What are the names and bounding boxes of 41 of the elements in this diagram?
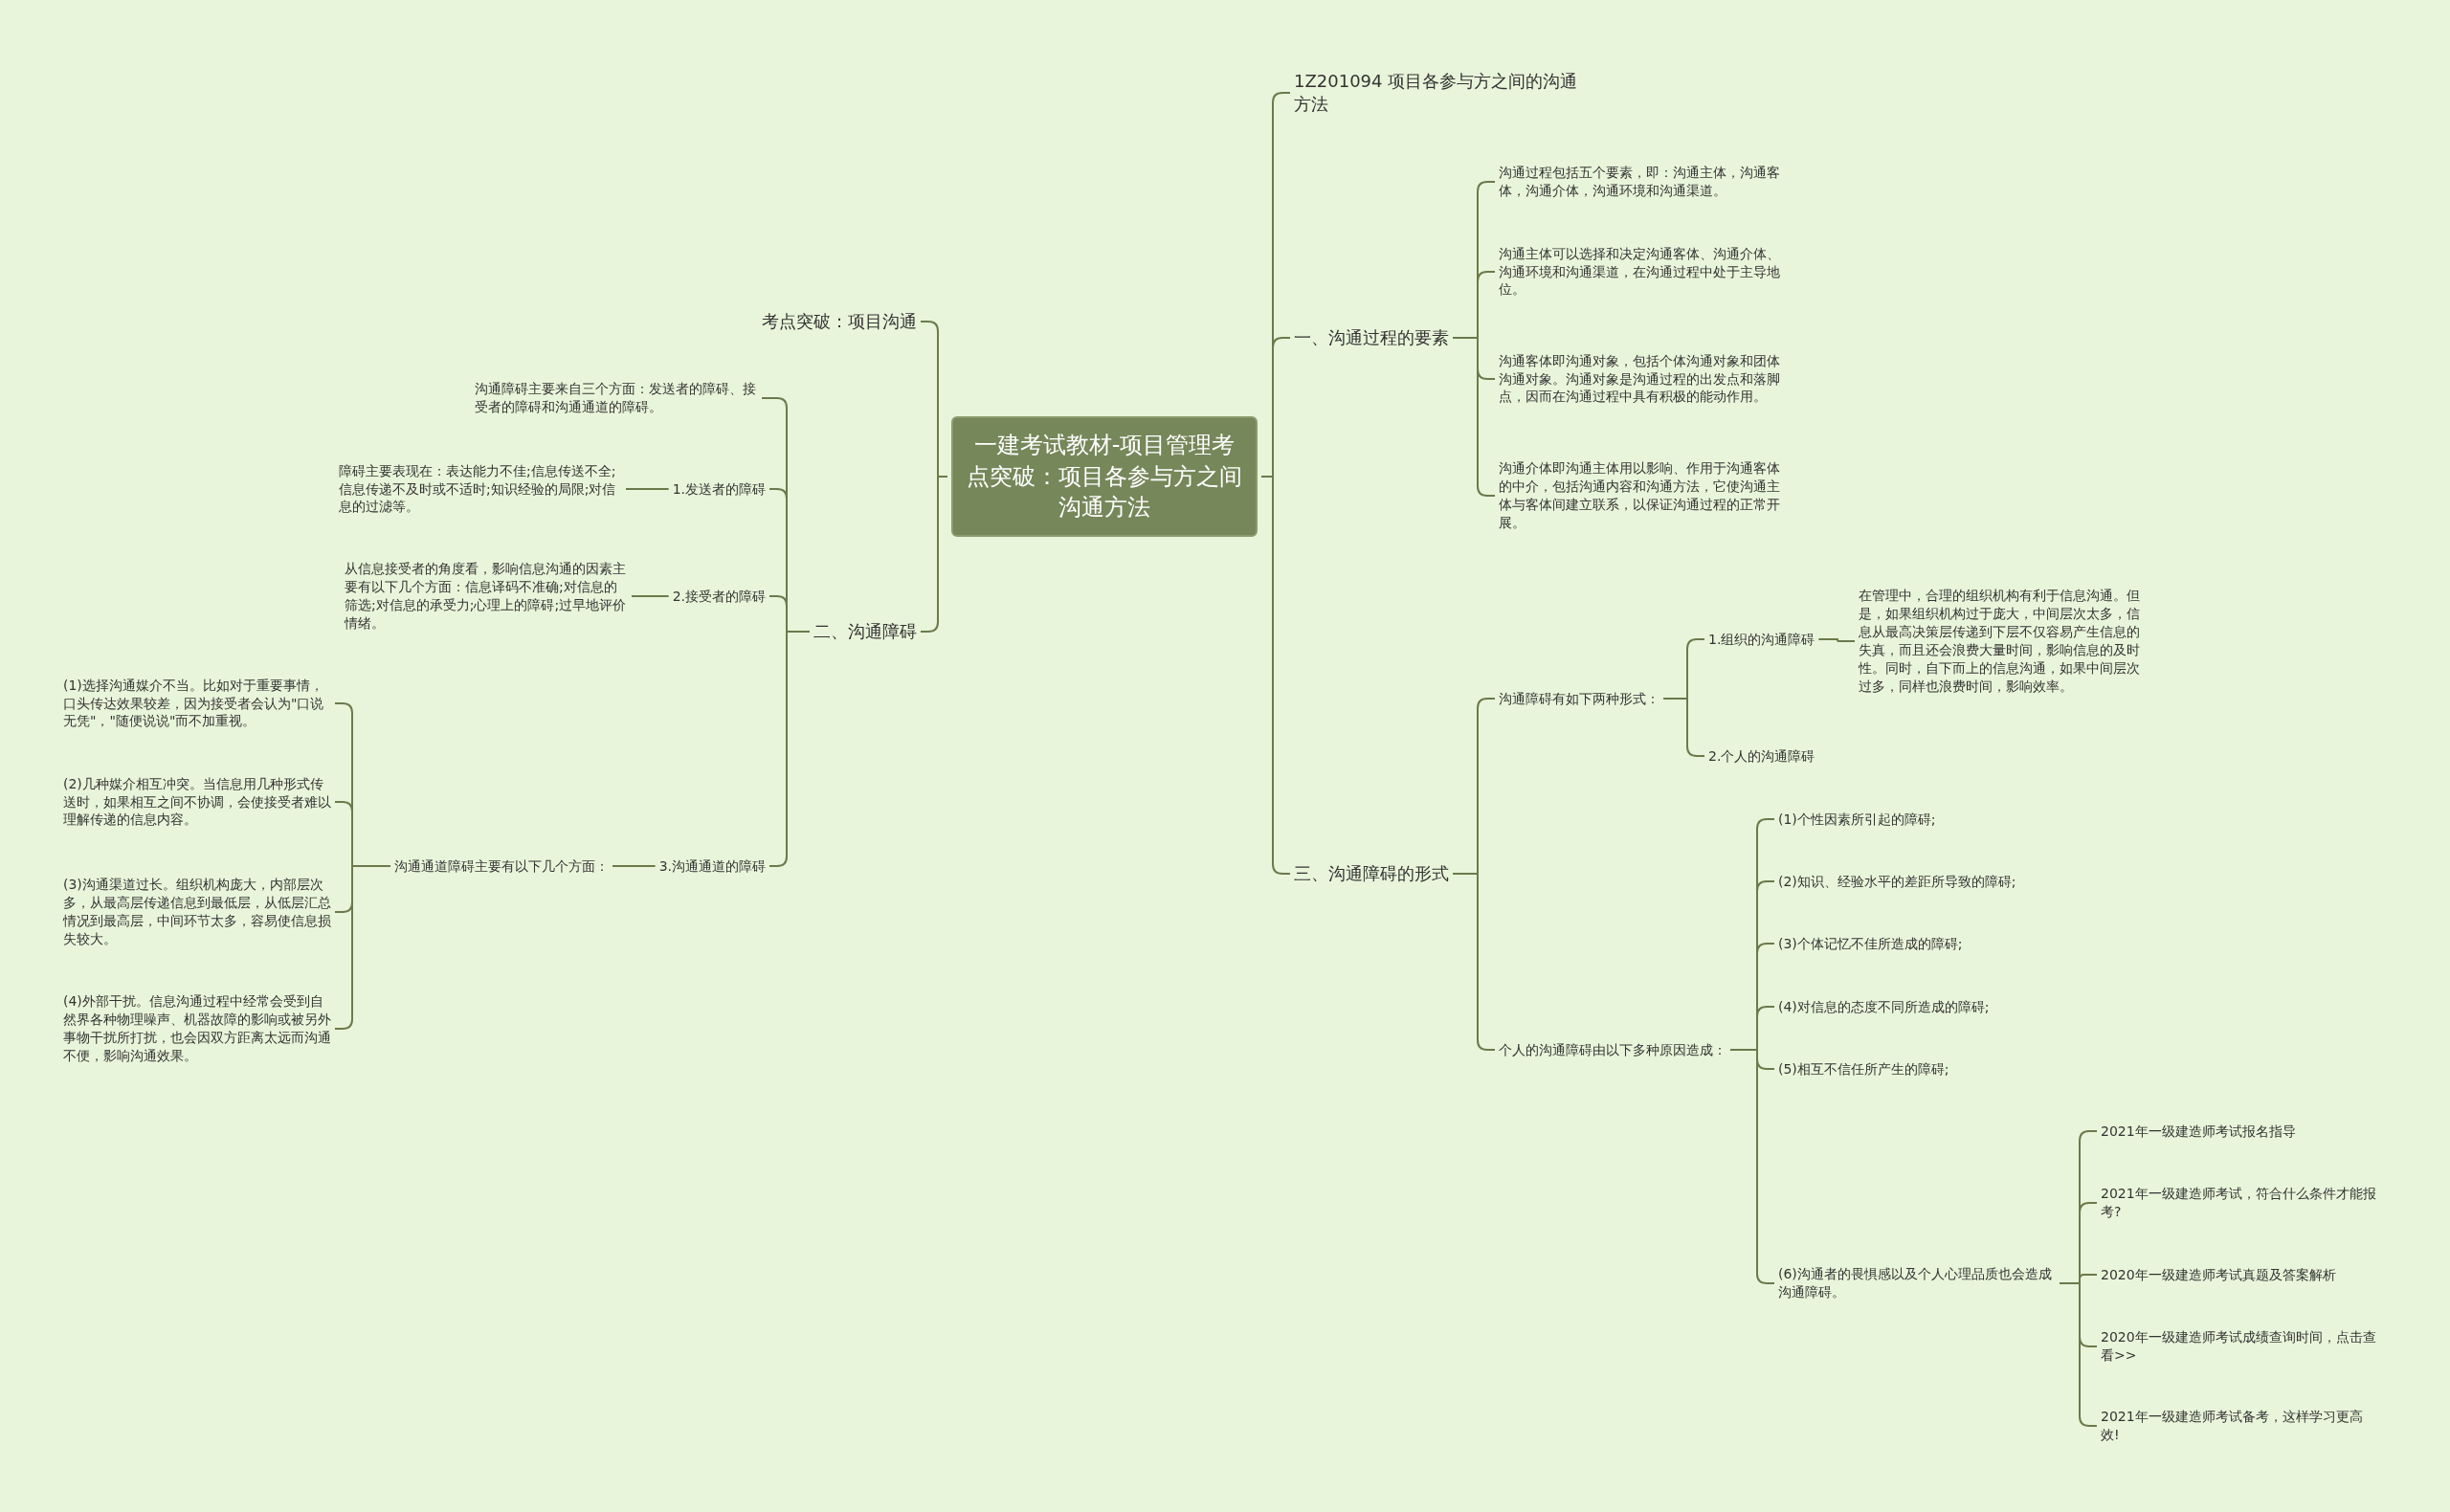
topic-text: 1.发送者的障碍 xyxy=(672,479,766,499)
topic-text: 二、沟通障碍 xyxy=(813,619,917,644)
topic-text: 考点突破：项目沟通 xyxy=(762,309,917,334)
topic-text: 2020年一级建造师考试真题及答案解析 xyxy=(2101,1265,2336,1284)
topic-text: 障碍主要表现在：表达能力不佳;信息传送不全;信息传递不及时或不适时;知识经验的局限;对信息的过滤等。 xyxy=(339,461,622,517)
topic-text: 2.接受者的障碍 xyxy=(672,587,766,606)
topic-text: (4)对信息的态度不同所造成的障碍; xyxy=(1778,997,1990,1016)
topic-text: (2)知识、经验水平的差距所导致的障碍; xyxy=(1778,872,2016,891)
topic-text: 沟通通道障碍主要有以下几个方面： xyxy=(394,856,609,876)
topic-text: 2021年一级建造师考试，符合什么条件才能报考? xyxy=(2101,1185,2378,1221)
topic-text: (3)个体记忆不佳所造成的障碍; xyxy=(1778,934,1963,953)
topic-text: 2.个人的沟通障碍 xyxy=(1708,746,1815,766)
topic-text: 1Z201094 项目各参与方之间的沟通方法 xyxy=(1294,69,1581,117)
topic-text: (2)几种媒介相互冲突。当信息用几种形式传送时，如果相互之间不协调，会使接受者难以理解传递的信息内容。 xyxy=(63,774,331,830)
connector-line xyxy=(625,488,670,490)
topic-text: 沟通主体可以选择和决定沟通客体、沟通介体、沟通环境和沟通渠道，在沟通过程中处于主导地位。 xyxy=(1499,244,1782,300)
topic-text: 三、沟通障碍的形式 xyxy=(1294,861,1449,886)
topic-text: 从信息接受者的角度看，影响信息沟通的因素主要有以下几个方面：信息译码不准确;对信息的筛选;对信息的承受力;心理上的障碍;过早地评价情绪。 xyxy=(345,560,628,633)
topic-text: 沟通障碍主要来自三个方面：发送者的障碍、接受者的障碍和沟通通道的障碍。 xyxy=(475,380,758,416)
topic-text: 3.沟通通道的障碍 xyxy=(658,856,766,876)
topic-text: (5)相互不信任所产生的障碍; xyxy=(1778,1059,1949,1078)
central-topic-box: 一建考试教材-项目管理考点突破：项目各参与方之间沟通方法 xyxy=(951,416,1258,537)
connector-line xyxy=(1817,638,1856,642)
connector-line xyxy=(631,595,670,597)
topic-text: (6)沟通者的畏惧感以及个人心理品质也会造成沟通障碍。 xyxy=(1778,1265,2056,1301)
topic-text: (1)选择沟通媒介不当。比如对于重要事情，口头传达效果较差，因为接受者会认为"口说无凭"，"随便说说"而不加重视。 xyxy=(63,676,331,731)
topic-text: (1)个性因素所引起的障碍; xyxy=(1778,810,1936,829)
topic-text: 个人的沟通障碍由以下多种原因造成： xyxy=(1499,1040,1726,1059)
topic-text: 2021年一级建造师考试备考，这样学习更高效! xyxy=(2101,1408,2378,1444)
topic-text: (3)沟通渠道过长。组织机构庞大，内部层次多，从最高层传递信息到最低层，从低层汇总情况到最高层，中间环节太多，容易使信息损失较大。 xyxy=(63,876,331,948)
topic-text: 沟通介体即沟通主体用以影响、作用于沟通客体的中介，包括沟通内容和沟通方法，它使沟通主体与客体间建立联系，以保证沟通过程的正常开展。 xyxy=(1499,459,1782,532)
topic-text: 沟通障碍有如下两种形式： xyxy=(1499,689,1659,708)
topic-text: 在管理中，合理的组织机构有利于信息沟通。但是，如果组织机构过于庞大，中间层次太多，信息从最高决策层传递到下层不仅容易产生信息的失真，而且还会浪费大量时间，影响信息的及时性。同时，自下而上的信息沟通，如果中间层次过多，同样也浪费时间，影响效率。 xyxy=(1859,587,2146,696)
topic-text: 2020年一级建造师考试成绩查询时间，点击查看>> xyxy=(2101,1328,2378,1365)
topic-text: 沟通过程包括五个要素，即：沟通主体，沟通客体，沟通介体，沟通环境和沟通渠道。 xyxy=(1499,164,1782,200)
connector-line xyxy=(612,865,657,867)
topic-text: (4)外部干扰。信息沟通过程中经常会受到自然界各种物理噪声、机器故障的影响或被另外事物干扰所打扰，也会因双方距离太远而沟通不便，影响沟通效果。 xyxy=(63,992,331,1065)
topic-text: 1.组织的沟通障碍 xyxy=(1708,630,1815,649)
topic-text: 沟通客体即沟通对象，包括个体沟通对象和团体沟通对象。沟通对象是沟通过程的出发点和落脚点，因而在沟通过程中具有积极的能动作用。 xyxy=(1499,351,1782,407)
topic-text: 一、沟通过程的要素 xyxy=(1294,325,1449,350)
topic-text: 2021年一级建造师考试报名指导 xyxy=(2101,1122,2296,1141)
